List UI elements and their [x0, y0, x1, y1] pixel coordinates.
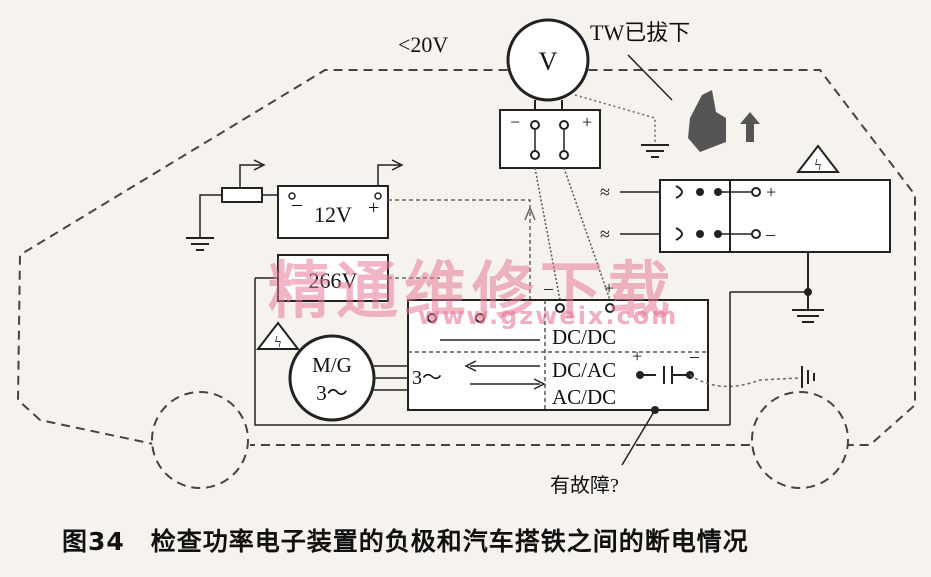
svg-text:ϟ: ϟ: [814, 157, 821, 174]
wheel-front: [151, 391, 249, 489]
power-electronics-unit: [407, 299, 709, 411]
cable-wave-lower: ≈: [600, 224, 610, 244]
label-acdc: AC/DC: [552, 385, 616, 409]
svg-text:3～: 3～: [316, 381, 348, 405]
label-dcac: DC/AC: [552, 358, 616, 382]
warning-icon-top: ϟ: [795, 144, 841, 174]
svg-text:–: –: [689, 346, 700, 366]
car-body-outline: [16, 69, 916, 446]
svg-text:+: +: [582, 112, 592, 132]
motor-generator: [288, 334, 376, 422]
voltmeter-symbol: V: [539, 47, 558, 76]
svg-text:M/G: M/G: [312, 353, 352, 377]
test-terminal-box: [499, 109, 601, 169]
ground-symbol-right: [792, 309, 824, 323]
svg-text:−: −: [510, 112, 520, 132]
warning-icon-left: ϟ: [255, 321, 301, 351]
chassis-ground-symbol: [801, 366, 815, 388]
voltage-limit-label: <20V: [398, 32, 448, 57]
battery-12v: [277, 185, 389, 239]
svg-text:+: +: [766, 182, 776, 202]
three-phase-label: 3～: [412, 367, 442, 389]
voltmeter: [506, 18, 590, 102]
watermark-text: 精通维修下载: [268, 254, 677, 327]
ground-symbol-top: [641, 144, 669, 158]
cable-wave-upper: ≈: [600, 182, 610, 202]
wheel-rear: [751, 391, 849, 489]
svg-text:–: –: [543, 278, 554, 298]
label-dcdc: DC/DC: [552, 325, 616, 349]
fault-question-label: 有故障?: [550, 474, 619, 497]
svg-text:+: +: [368, 197, 379, 219]
svg-text:+: +: [604, 278, 614, 298]
svg-text:+: +: [632, 346, 642, 366]
figure-caption: 图34 检查功率电子装置的负极和汽车搭铁之间的断电情况: [62, 527, 749, 556]
svg-text:12V: 12V: [314, 202, 352, 227]
ground-symbol-left: [186, 237, 214, 251]
svg-text:–: –: [765, 224, 776, 244]
tw-removed-label: TW已拔下: [590, 20, 690, 45]
hand-icon: [688, 90, 760, 152]
svg-text:ϟ: ϟ: [274, 334, 281, 351]
watermark-url: www.gzweix.com: [418, 302, 679, 330]
resistor: [221, 187, 263, 203]
svg-text:266V: 266V: [309, 268, 358, 293]
